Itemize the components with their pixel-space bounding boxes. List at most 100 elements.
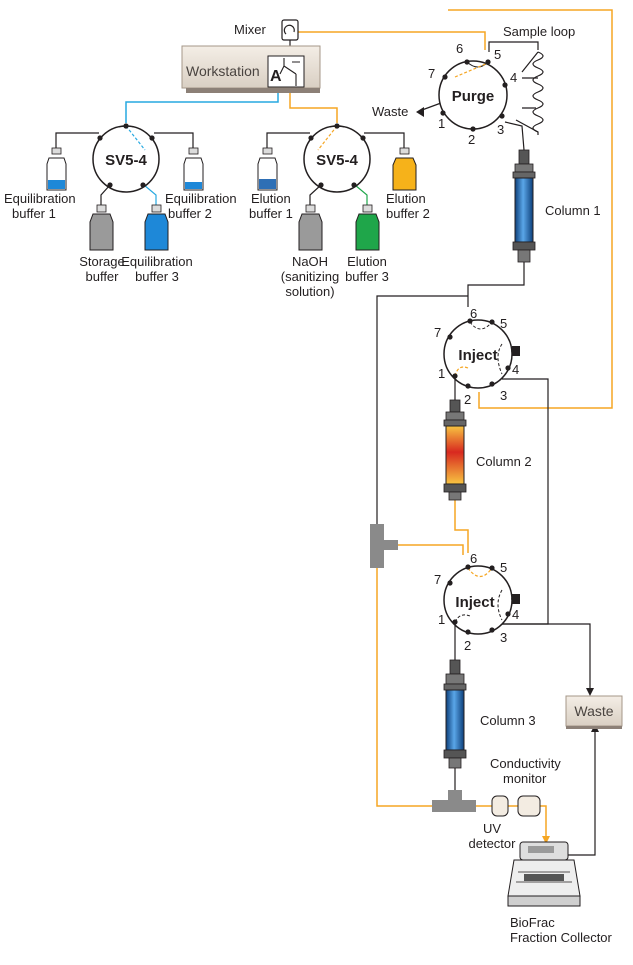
- tee-junction: [370, 524, 398, 568]
- sv-left-to-storage-tube: [100, 184, 111, 205]
- sv-right-internal-path: [317, 125, 338, 151]
- storage-label-line1: Storage: [79, 254, 125, 269]
- sample-loop-return-tube: [448, 9, 613, 409]
- eq3-label-line2: buffer 3: [135, 269, 179, 284]
- svg-text:4: 4: [510, 70, 517, 85]
- conductivity-monitor: Conductivity monitor: [490, 756, 561, 817]
- naoh-label-line1: NaOH: [292, 254, 328, 269]
- column-1: Column 1: [512, 149, 601, 263]
- mixer: Mixer: [234, 19, 299, 41]
- tee-to-inject2-tube: [394, 544, 464, 555]
- elution-buffer-3-bottle: [355, 204, 380, 251]
- svg-text:7: 7: [434, 572, 441, 587]
- sample-loop-coil-icon: [532, 51, 544, 133]
- workstation-port-label: A: [270, 68, 282, 85]
- inject2-ports: [447, 564, 511, 635]
- svg-text:1: 1: [438, 612, 445, 627]
- storage-label-line2: buffer: [85, 269, 119, 284]
- uv-label-line2: detector: [469, 836, 517, 851]
- collector-label-line1: BioFrac: [510, 915, 555, 930]
- purge-ports: [440, 59, 508, 132]
- svg-text:6: 6: [456, 41, 463, 56]
- naoh-label-line2: (sanitizing: [281, 269, 340, 284]
- column1-to-inject1-tube: [467, 262, 525, 307]
- tubing-layer: [55, 9, 613, 856]
- detector-arrow-down-icon: [542, 836, 550, 844]
- uv-label-line1: UV: [483, 821, 501, 836]
- eq2-label-line1: Equilibration: [165, 191, 237, 206]
- uv-detector: UV detector: [469, 795, 517, 851]
- sv-right-to-el2-tube: [364, 132, 405, 148]
- mixer-icon: [283, 24, 295, 35]
- purge-to-column1-tube: [504, 121, 525, 151]
- waste-top: Waste: [372, 104, 424, 119]
- el2-label-line1: Elution: [386, 191, 426, 206]
- elution-buffer-1-bottle: [257, 147, 278, 191]
- sample-loop: Sample loop: [488, 24, 575, 135]
- svg-text:7: 7: [434, 325, 441, 340]
- conductivity-label-line1: Conductivity: [490, 756, 561, 771]
- collector-to-waste-box-tube: [548, 730, 596, 856]
- el1-label-line1: Elution: [251, 191, 291, 206]
- sv-right-to-el1-tube: [266, 132, 310, 148]
- naoh-label-line3: solution): [285, 284, 334, 299]
- sv-right-label: SV5-4: [316, 152, 358, 169]
- workstation-label: Workstation: [186, 63, 260, 79]
- column2-to-inject2-tube: [454, 500, 469, 553]
- sample-loop-label: Sample loop: [503, 24, 575, 39]
- svg-text:5: 5: [500, 560, 507, 575]
- waste-arrow-down-icon: [586, 688, 594, 696]
- svg-text:2: 2: [464, 638, 471, 653]
- waste-box: Waste: [565, 695, 623, 729]
- naoh-bottle: [298, 204, 323, 251]
- waste-box-label: Waste: [574, 703, 613, 719]
- waste-arrow-left-icon: [416, 107, 424, 117]
- sv-left-to-eq2-tube: [154, 132, 194, 148]
- equilibration-buffer-3-bottle: [144, 204, 169, 251]
- sv-left-internal-path: [125, 125, 146, 151]
- detector-to-collector-tube: [540, 805, 547, 838]
- column2-label: Column 2: [476, 454, 532, 469]
- svg-text:3: 3: [500, 630, 507, 645]
- inject-valve-1: Inject 6 5 7 4 1 2 3: [434, 306, 520, 407]
- inject1-ports: [447, 318, 511, 389]
- svg-text:5: 5: [500, 316, 507, 331]
- svg-text:1: 1: [438, 366, 445, 381]
- purge-internal-path: [454, 62, 489, 78]
- sv-left-to-eq3-tube: [143, 184, 157, 205]
- waste-top-label: Waste: [372, 104, 408, 119]
- sv-right-to-naoh-tube: [309, 184, 322, 205]
- el3-label-line2: buffer 3: [345, 269, 389, 284]
- sv-right-ports: [308, 123, 366, 188]
- el1-label-line2: buffer 1: [249, 206, 293, 221]
- inject1-label: Inject: [458, 347, 497, 364]
- workstation-base: [186, 88, 320, 93]
- svg-text:7: 7: [428, 66, 435, 81]
- sv-right-valve: SV5-4: [303, 123, 371, 193]
- svg-text:4: 4: [512, 607, 519, 622]
- mixer-to-purge-tube: [298, 31, 486, 50]
- workstation: Workstation A: [181, 45, 321, 93]
- inject1-port-numbers: 6 5 7 4 1 2 3: [434, 306, 519, 407]
- bypass-tube: [376, 295, 468, 540]
- inject2-label: Inject: [455, 594, 494, 611]
- purge-to-waste-tube: [421, 102, 442, 111]
- conductivity-label-line2: monitor: [503, 771, 547, 786]
- el3-label-line1: Elution: [347, 254, 387, 269]
- svg-text:4: 4: [512, 362, 519, 377]
- workstation-port-box: [267, 55, 305, 88]
- elution-buffer-2-bottle: [392, 147, 417, 191]
- mixer-label: Mixer: [234, 22, 266, 37]
- equilibration-buffer-2-bottle: [183, 147, 204, 191]
- fraction-collector: BioFrac Fraction Collector: [507, 841, 613, 945]
- workstation-to-sv-left-tube: [125, 90, 279, 123]
- collector-label-line2: Fraction Collector: [510, 930, 613, 945]
- sv-left-ports: [97, 123, 155, 188]
- eq1-label-line1: Equilibration: [4, 191, 76, 206]
- sv-left-label: SV5-4: [105, 152, 147, 169]
- column-2: Column 2: [443, 399, 532, 501]
- svg-text:6: 6: [470, 551, 477, 566]
- workstation-valve-icon: [279, 58, 300, 86]
- eq2-label-line2: buffer 2: [168, 206, 212, 221]
